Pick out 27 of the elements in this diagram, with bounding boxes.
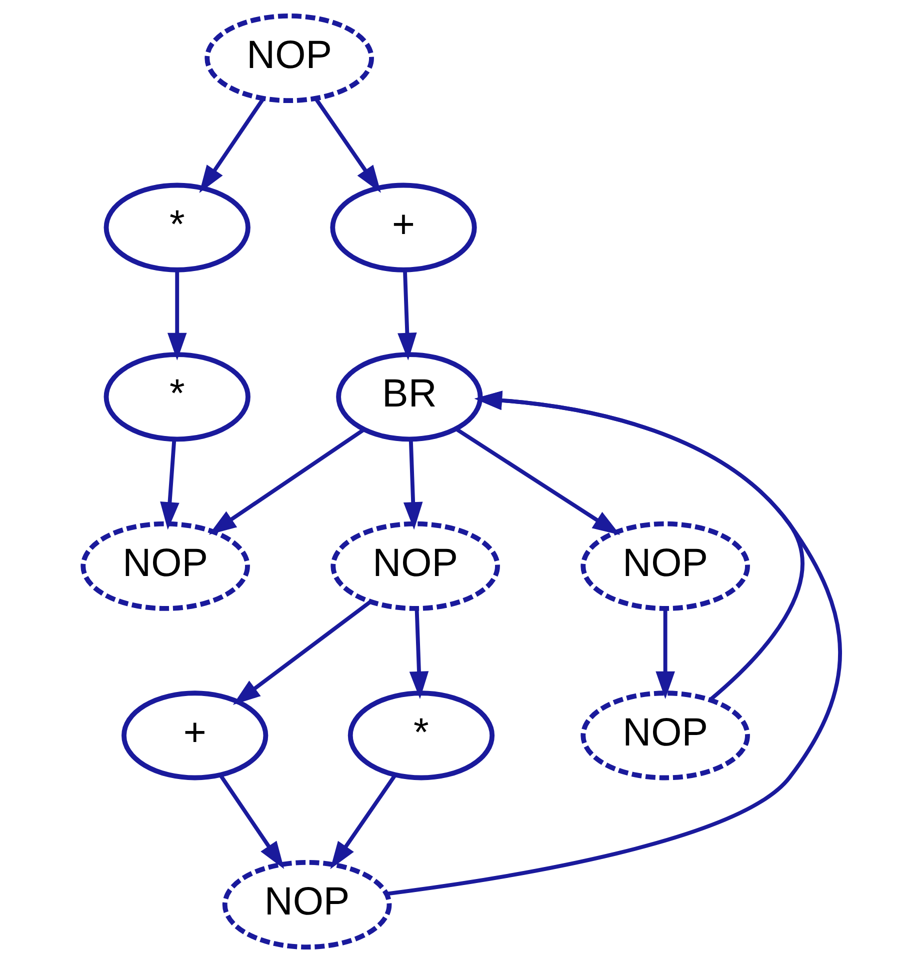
arrow xyxy=(160,440,179,530)
node-ellipse: NOP xyxy=(222,860,392,950)
arrow xyxy=(314,97,380,193)
arrow xyxy=(474,390,804,702)
arrow xyxy=(454,428,620,536)
node-ellipse: + xyxy=(330,182,476,272)
node-ellipse: NOP xyxy=(580,690,750,780)
arrow xyxy=(408,608,428,699)
arrow xyxy=(402,440,422,530)
node-ellipse: NOP xyxy=(204,13,374,104)
node-ellipse: + xyxy=(121,690,268,780)
node-ellipse: * xyxy=(103,182,250,272)
arrow xyxy=(655,608,674,700)
node-ellipse: BR xyxy=(336,352,482,442)
arrow xyxy=(198,97,264,193)
arrow xyxy=(386,390,842,896)
node-ellipse: NOP xyxy=(80,521,250,611)
node-ellipse: NOP xyxy=(330,521,500,611)
arrow xyxy=(232,600,371,705)
arrow xyxy=(218,774,284,869)
arrow xyxy=(330,774,396,870)
node-ellipse: NOP xyxy=(580,521,750,611)
arrow xyxy=(208,428,365,535)
arrow xyxy=(166,270,186,360)
node-ellipse: * xyxy=(347,690,494,780)
node-ellipse: * xyxy=(103,352,250,442)
arrow xyxy=(397,270,416,360)
